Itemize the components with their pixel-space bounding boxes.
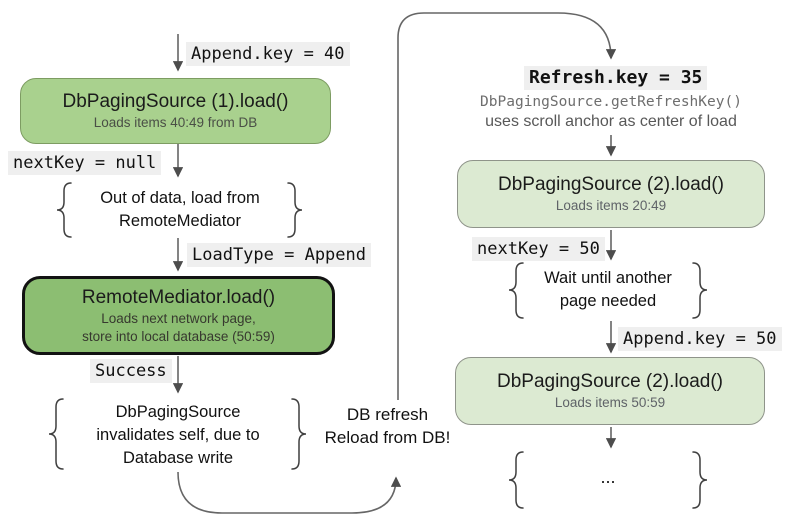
box-title: DbPagingSource (2).load() [497, 174, 724, 195]
note-line: Out of data, load from [100, 189, 260, 207]
left-brace-icon [508, 451, 524, 509]
right-brace-icon [287, 182, 303, 238]
curve-invalidate-to-db-refresh [177, 471, 402, 514]
db-refresh-note: DB refresh Reload from DB! [320, 403, 455, 449]
dbpagingsource-2-box-refresh: DbPagingSource (2).load() Loads items 20… [457, 160, 765, 228]
left-brace-icon [48, 398, 64, 470]
getrefreshkey-note: DbPagingSource.getRefreshKey() [480, 94, 742, 110]
box-title: DbPagingSource (2).load() [496, 371, 723, 392]
remotemediator-box: RemoteMediator.load() Loads next network… [22, 276, 335, 355]
note-ellipsis: ... [600, 467, 616, 487]
right-brace-icon [692, 262, 708, 319]
loadtype-append-label: LoadType = Append [187, 243, 371, 267]
refresh-key-35-label: Refresh.key = 35 [524, 66, 708, 90]
append-key-50-label: Append.key = 50 [618, 327, 782, 351]
dbpagingsource-1-box: DbPagingSource (1).load() Loads items 40… [20, 78, 331, 144]
box-subtitle: store into local database (50:59) [82, 328, 275, 344]
note-line: Reload from DB! [324, 428, 451, 447]
box-subtitle: Loads items 50:59 [554, 395, 666, 410]
append-key-40-label: Append.key = 40 [186, 42, 350, 66]
right-brace-icon [291, 398, 307, 470]
note-line: RemoteMediator [119, 212, 241, 230]
box-subtitle: Loads next network page, [101, 310, 256, 326]
note-line: page needed [559, 292, 657, 310]
right-brace-icon [692, 451, 708, 509]
scroll-anchor-note: uses scroll anchor as center of load [485, 113, 737, 130]
note-wait-page: Wait until another page needed [524, 267, 692, 313]
left-brace-icon [508, 262, 524, 319]
nextkey-50-label: nextKey = 50 [472, 237, 605, 261]
note-out-of-data: Out of data, load from RemoteMediator [75, 187, 285, 233]
note-line: Wait until another [544, 269, 672, 287]
box-title: RemoteMediator.load() [81, 286, 276, 308]
nextkey-null-label: nextKey = null [8, 151, 162, 175]
note-line: invalidates self, due to [96, 426, 260, 444]
box-title: DbPagingSource (1).load() [62, 91, 289, 112]
dbpagingsource-2-box-append: DbPagingSource (2).load() Loads items 50… [455, 357, 765, 425]
note-invalidates-self: DbPagingSource invalidates self, due to … [68, 401, 288, 470]
note-line: DB refresh [346, 405, 429, 424]
success-label: Success [90, 359, 172, 383]
note-line: Database write [122, 449, 234, 467]
note-line: DbPagingSource [115, 403, 241, 421]
box-subtitle: Loads items 20:49 [555, 198, 667, 213]
left-brace-icon [56, 182, 72, 238]
box-subtitle: Loads items 40:49 from DB [93, 115, 258, 130]
